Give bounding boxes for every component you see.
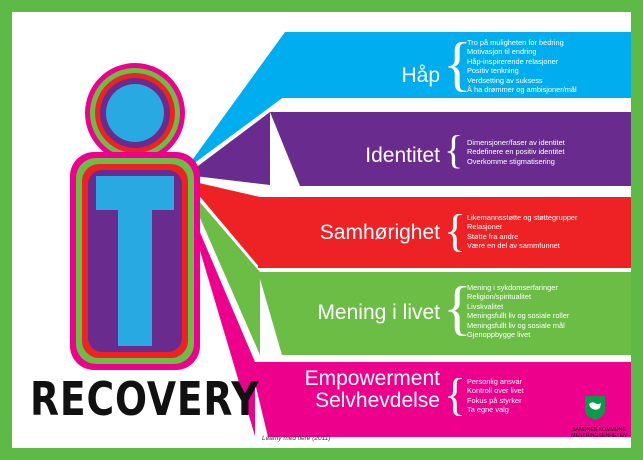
items-samhorighet: Likemannsstøtte og støttegrupper Relasjo… bbox=[467, 213, 578, 251]
list-item: Likemannsstøtte og støttegrupper bbox=[467, 213, 578, 222]
list-item: Meningsfullt liv og sosiale mål bbox=[467, 320, 565, 330]
list-item: Relasjoner bbox=[467, 222, 503, 232]
list-item: Meningsfullt liv og sosiale roller bbox=[467, 311, 570, 321]
band-title-hap: Håp bbox=[401, 64, 440, 87]
band-title-samhorighet: Samhørighet bbox=[319, 221, 440, 244]
list-item: Tro på muligheten for bedring bbox=[467, 38, 564, 47]
items-hap: Tro på muligheten for bedring Motivasjon… bbox=[467, 38, 577, 94]
list-item: Gjenoppbygge livet bbox=[467, 330, 531, 340]
band-hap bbox=[262, 32, 631, 98]
list-item: Å ha drømmer og ambisjoner/mål bbox=[467, 85, 577, 95]
band-empowerment bbox=[250, 362, 631, 437]
wedge-mening bbox=[186, 186, 260, 355]
band-identitet bbox=[270, 112, 631, 186]
list-item: Motivasjon til endring bbox=[467, 47, 537, 57]
wedge-samhorighet bbox=[186, 180, 260, 268]
brace-empowerment: { bbox=[444, 369, 467, 420]
brace-identitet: { bbox=[444, 127, 464, 172]
list-item: Dimensjoner/faser av identitet bbox=[467, 138, 565, 147]
municipality-shield-icon bbox=[585, 396, 605, 420]
items-empowerment: Personlig ansvar Kontroll over livet Fok… bbox=[467, 377, 524, 415]
brace-mening: { bbox=[443, 275, 472, 341]
band-title-identitet: Identitet bbox=[365, 144, 440, 167]
brace-hap: { bbox=[443, 31, 472, 97]
list-item: Positiv tenkning bbox=[467, 66, 519, 76]
organization-name: SANDNES KOMMUNE MESTRINGSENHETEN bbox=[566, 427, 632, 440]
list-item: Redefinere en positiv identitet bbox=[467, 147, 565, 157]
main-title: RECOVERY bbox=[30, 372, 260, 426]
list-item: Overkomme stigmatisering bbox=[467, 156, 555, 166]
list-item: Fokus på styrker bbox=[467, 395, 522, 405]
wedge-empowerment bbox=[182, 190, 255, 436]
band-mening bbox=[258, 272, 631, 355]
citation: Leamy med flere (2011) bbox=[262, 435, 331, 442]
list-item: Ta egne valg bbox=[467, 405, 509, 415]
band-title-mening: Mening i livet bbox=[317, 301, 440, 324]
items-mening: Mening i sykdomserfaringer Religion/spir… bbox=[467, 283, 569, 339]
organization-line2: MESTRINGSENHETEN bbox=[571, 433, 627, 440]
list-item: Verdsetting av suksess bbox=[467, 75, 543, 85]
list-item: Personlig ansvar bbox=[467, 377, 523, 386]
list-item: Støtte fra andre bbox=[467, 231, 519, 241]
list-item: Mening i sykdomserfaringer bbox=[467, 283, 558, 292]
wedge-hap bbox=[185, 32, 285, 170]
brace-samhorighet: { bbox=[444, 205, 467, 256]
wedge-identitet bbox=[186, 112, 270, 185]
list-item: Kontroll over livet bbox=[467, 386, 524, 396]
person-figure bbox=[70, 63, 200, 370]
list-item: Håp-inspirerende relasjoner bbox=[467, 56, 559, 66]
items-identitet: Dimensjoner/faser av identitet Redefiner… bbox=[467, 138, 565, 166]
list-item: Livskvalitet bbox=[467, 301, 504, 311]
list-item: Være en del av sammfunnet bbox=[467, 241, 560, 251]
organization-line1: SANDNES KOMMUNE bbox=[572, 427, 626, 433]
list-item: Religion/spiritualitet bbox=[467, 292, 532, 302]
band-samhorighet bbox=[258, 197, 631, 268]
band-title-empowerment: Empowerment Selvhevdelse bbox=[304, 367, 440, 413]
